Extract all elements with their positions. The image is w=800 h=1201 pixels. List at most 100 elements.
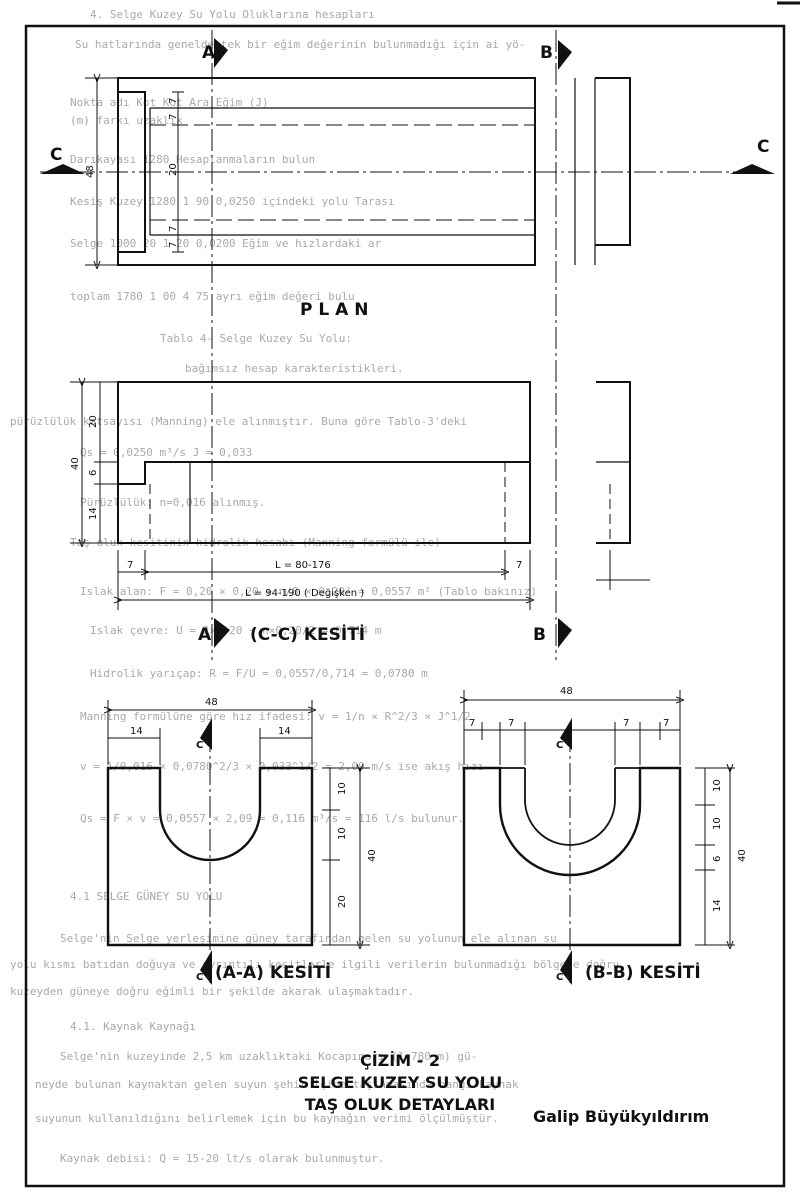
cc-dim-left-lip: 7 <box>127 560 133 571</box>
aa-outline <box>106 766 314 947</box>
cc-dim-length-inner: L = 80-176 <box>275 560 331 571</box>
aa-dim-d1: 10 <box>337 782 348 795</box>
bleed-line: v = 1/0,016 × 0,0780^2/3 × 0,033^1/2 = 2… <box>80 760 484 773</box>
bleed-line: pürüzlülük katsayısı (Manning) ele alınm… <box>10 415 467 428</box>
bb-dimensions <box>464 690 735 945</box>
drawing-author: Galip Büyükyıldırım <box>533 1107 709 1126</box>
bleed-line: Islak çevre: U = 2×0,20 + π×0,20/2 = 0,7… <box>90 624 382 637</box>
bb-dim-width: 48 <box>560 686 573 697</box>
bleed-line: yolu kısmı batıdan doğuya ve ayrıntılı k… <box>10 958 619 971</box>
aa-cut-c-arrow <box>200 718 212 750</box>
plan-dimensions <box>85 78 184 265</box>
cc-dim-top: 20 <box>88 415 99 428</box>
bb-outline <box>462 766 682 947</box>
bleed-line: Hidrolik yarıçap: R = F/U = 0,0557/0,714… <box>90 667 428 680</box>
bleed-line: Selge 1000 20 1 20 0,0200 Eğim ve hızlar… <box>70 237 382 250</box>
bb-dim-s4: 7 <box>663 718 669 729</box>
bleed-line: Manning formülüne göre hız ifadesi: v = … <box>80 710 471 723</box>
aa-dimensions <box>108 700 370 945</box>
bb-dim-d1: 10 <box>712 779 723 792</box>
bleed-line: 4. Selge Kuzey Su Yolu Oluklarına hesapl… <box>90 8 375 21</box>
cc-dim-length-outer: L = 94-190 ( Değişken ) <box>245 587 364 599</box>
section-aa-label: (A-A) KESİTİ <box>215 961 331 983</box>
plan-dim-middle: 20 <box>168 163 179 176</box>
aa-cut-c-label-bottom: C <box>196 972 203 983</box>
cut-b-bottom-label: B <box>533 625 546 645</box>
cut-b-bottom-arrow <box>558 618 572 648</box>
bleed-line: Selge'nin kuzeyinde 2,5 km uzaklıktaki K… <box>60 1050 477 1063</box>
cc-dim-right-lip: 7 <box>516 560 522 571</box>
plan-dim-upper2: 7 <box>168 114 179 120</box>
bb-dim-d4: 14 <box>712 899 723 912</box>
cc-dim-total: 40 <box>70 457 81 470</box>
bleed-line: Kaynak debisi: Q = 15-20 lt/s olarak bul… <box>60 1152 385 1165</box>
cc-outline <box>117 381 531 544</box>
bleed-line: Su hatlarında genelde tek bir eğim değer… <box>75 38 525 51</box>
cut-b-top-label: B <box>540 43 553 63</box>
page-frame <box>24 24 786 1188</box>
cc-channel-line <box>118 461 530 485</box>
bleed-line: Islak alan: F = 0,20 × 0,20 + π/8 × 0,20… <box>80 585 537 598</box>
bleed-through-text: 4. Selge Kuzey Su Yolu Oluklarına hesapl… <box>10 8 619 1165</box>
plan-dim-total: 48 <box>85 165 96 178</box>
bleed-line: Darıkayası 1280 Hesaplanmaların bulun <box>70 153 315 166</box>
section-cc <box>117 381 631 544</box>
plan-outline <box>117 77 536 266</box>
cut-c-left-label: C <box>50 145 62 165</box>
bb-cut-c-arrow-bottom <box>560 950 572 985</box>
bb-cut-c-label-bottom: C <box>556 972 563 983</box>
aa-dim-left: 14 <box>130 726 143 737</box>
cut-a-top-label: A <box>202 43 216 63</box>
bleed-line: 4.1. Kaynak Kaynağı <box>70 1020 196 1033</box>
aa-cut-c-arrow-bottom <box>200 950 212 985</box>
section-bb <box>462 766 682 947</box>
aa-dim-d3: 20 <box>337 895 348 908</box>
bleed-line: suyunun kullanıldığını belirlemek için b… <box>35 1112 499 1125</box>
drawing-number: ÇİZİM - 2 <box>360 1051 440 1070</box>
cut-c-right-label: C <box>757 137 769 157</box>
cc-dim-bottom: 14 <box>88 507 99 520</box>
bb-dim-s1: 7 <box>469 718 475 729</box>
aa-dim-right: 14 <box>278 726 291 737</box>
plan-right-end <box>595 77 631 246</box>
bleed-line: Qs = 0,0250 m³/s J = 0,033 <box>80 446 252 459</box>
cut-c-left-arrow <box>40 164 85 174</box>
bleed-line: Pürüzlülük: n=0,016 alınmış. <box>80 496 265 509</box>
drawing-title-line2: TAŞ OLUK DETAYLARI <box>305 1095 496 1114</box>
bleed-line: (m) farkı uzaklık <box>70 114 183 127</box>
plan-label: P L A N <box>300 300 368 320</box>
bleed-line: Kesiş Kuzey 1280 1 90 0,0250 içindeki yo… <box>70 195 395 208</box>
bleed-line: neyde bulunan kaynaktan gelen suyun şehi… <box>35 1078 519 1091</box>
bb-dim-d2: 10 <box>712 817 723 830</box>
section-aa <box>106 766 314 947</box>
bleed-line: Tablo 4- Selge Kuzey Su Yolu: <box>160 332 352 345</box>
bleed-line: kuzeyden güneye doğru eğimli bir şekilde… <box>10 985 414 998</box>
bb-dim-s2: 7 <box>508 718 514 729</box>
cc-dim-mid: 6 <box>88 470 99 476</box>
bleed-line: 4.1 SELGE GÜNEY SU YOLU <box>70 890 222 903</box>
cut-a-top-arrow <box>214 38 228 68</box>
bb-cut-c-arrow <box>560 718 572 750</box>
aa-dim-width: 48 <box>205 697 218 708</box>
bb-dim-s3: 7 <box>623 718 629 729</box>
cut-c-right-arrow <box>730 164 775 174</box>
section-cc-label: (C-C) KESİTİ <box>250 623 365 645</box>
cut-a-bottom-label: A <box>198 625 212 645</box>
cut-b-top-arrow <box>558 40 572 70</box>
plan-dim-upper: 7 <box>168 98 179 104</box>
aa-dim-d2: 10 <box>337 827 348 840</box>
drawing-title-line1: SELGE KUZEY SU YOLU <box>298 1073 502 1092</box>
bb-cut-c-label: C <box>556 740 563 751</box>
cc-dimensions <box>70 382 650 610</box>
cut-a-bottom-arrow <box>214 618 230 648</box>
bb-dim-d3: 6 <box>712 856 723 862</box>
aa-cut-c-label: C <box>196 740 203 751</box>
bleed-line: Nokta adı Kot Kot Ara Eğim (J) <box>70 96 269 109</box>
section-bb-label: (B-B) KESİTİ <box>585 961 701 983</box>
bb-dim-height: 40 <box>737 849 748 862</box>
aa-dim-height: 40 <box>367 849 378 862</box>
bleed-line: Qs = F × v = 0,0557 × 2,09 = 0,116 m³/s … <box>80 812 464 825</box>
plan-dim-lower2: 7 <box>168 242 179 248</box>
